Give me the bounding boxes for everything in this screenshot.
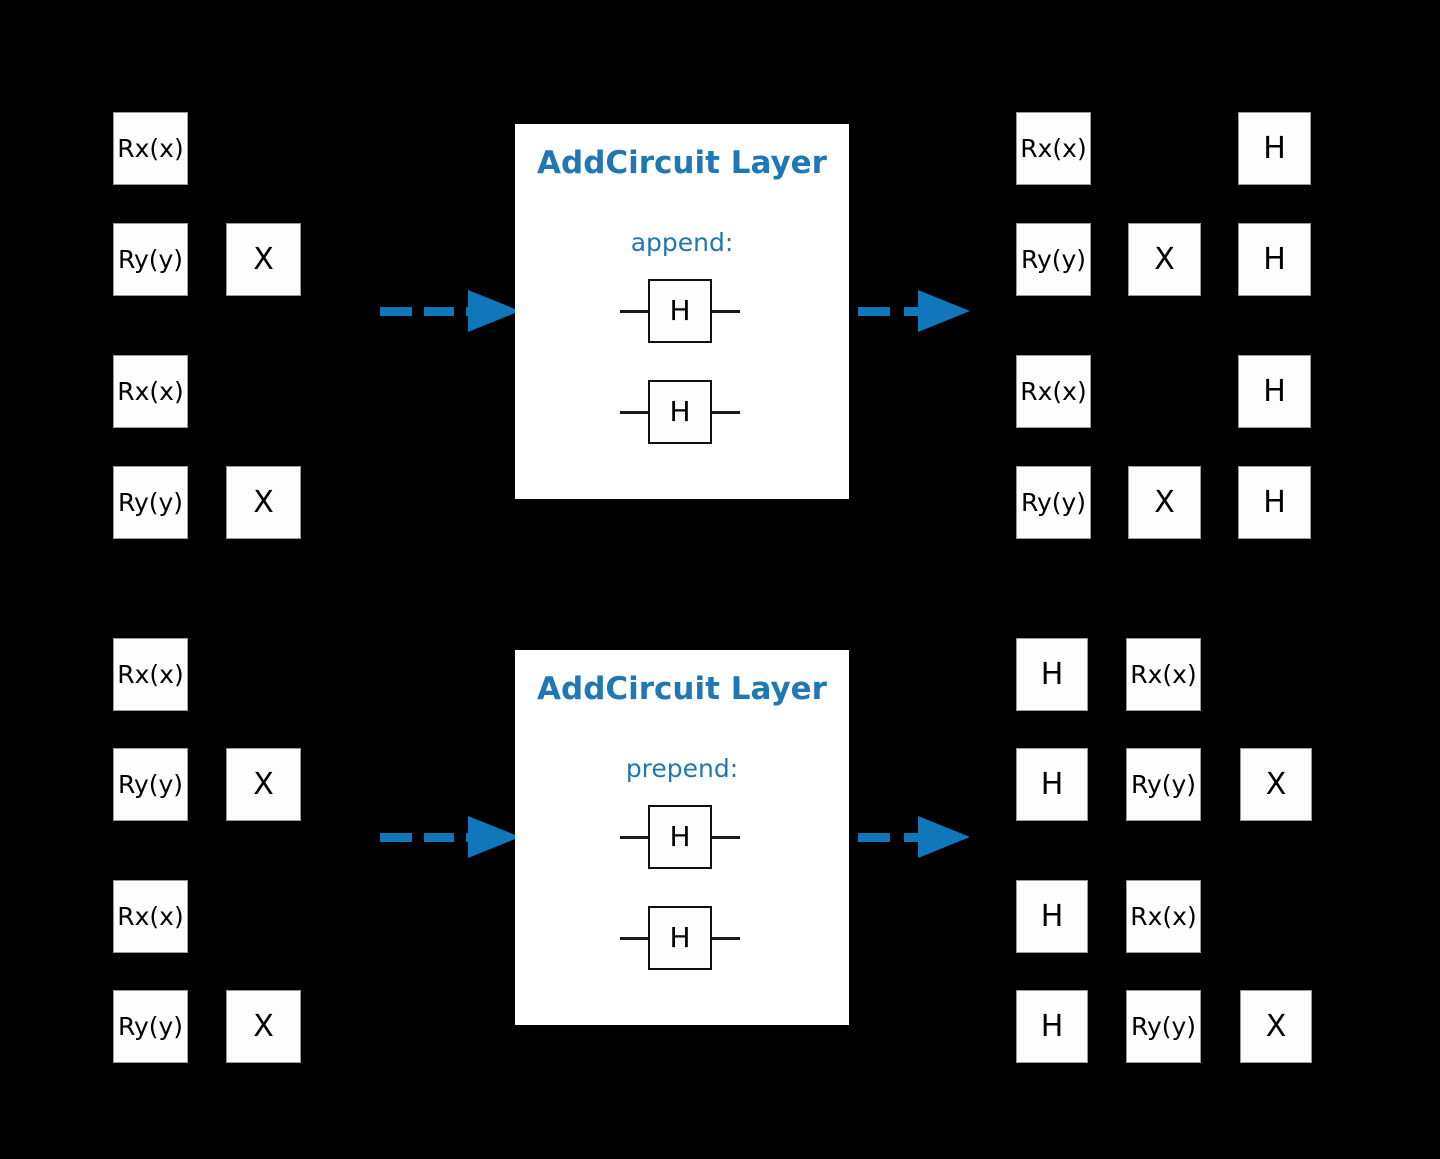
gate-rx: Rx(x) [1126,638,1201,711]
gate-x: X [226,990,301,1063]
layer-panel-append: AddCircuit Layer append: H H [515,124,849,499]
gate-rx: Rx(x) [113,638,188,711]
sub-circuit-gate-h: H [620,279,740,343]
wire-right [712,410,740,414]
sub-circuit-gate-h: H [620,906,740,970]
gate-h: H [1016,748,1088,821]
gate-h: H [648,906,712,970]
gate-h: H [648,279,712,343]
gate-ry: Ry(y) [1126,990,1201,1063]
gate-h: H [648,805,712,869]
gate-ry: Ry(y) [113,466,188,539]
gate-x: X [1128,466,1201,539]
gate-h: H [1016,990,1088,1063]
gate-ry: Ry(y) [1126,748,1201,821]
wire-left [620,936,648,940]
layer-panel-prepend: AddCircuit Layer prepend: H H [515,650,849,1025]
wire-left [620,309,648,313]
gate-h: H [1016,638,1088,711]
wire-right [712,835,740,839]
gate-rx: Rx(x) [1016,355,1091,428]
gate-x: X [1128,223,1201,296]
layer-panel-title: AddCircuit Layer [537,671,827,707]
gate-rx: Rx(x) [1016,112,1091,185]
gate-x: X [226,748,301,821]
arrow-out-of-layer [858,290,974,332]
sub-circuit-gate-h: H [620,380,740,444]
wire-right [712,309,740,313]
gate-h: H [648,380,712,444]
gate-h: H [1238,223,1311,296]
arrow-into-layer [380,290,520,332]
gate-rx: Rx(x) [113,880,188,953]
gate-rx: Rx(x) [1126,880,1201,953]
gate-x: X [1240,748,1312,821]
gate-ry: Ry(y) [113,990,188,1063]
gate-h: H [1238,466,1311,539]
gate-rx: Rx(x) [113,355,188,428]
gate-rx: Rx(x) [113,112,188,185]
gate-x: X [1240,990,1312,1063]
layer-panel-subtitle: prepend: [625,754,739,783]
wire-right [712,936,740,940]
gate-ry: Ry(y) [113,223,188,296]
layer-panel-subtitle: append: [630,228,734,257]
gate-ry: Ry(y) [1016,223,1091,296]
gate-x: X [226,223,301,296]
gate-x: X [226,466,301,539]
gate-h: H [1016,880,1088,953]
wire-left [620,835,648,839]
wire-left [620,410,648,414]
layer-panel-title: AddCircuit Layer [537,145,827,181]
arrow-into-layer [380,816,520,858]
gate-ry: Ry(y) [1016,466,1091,539]
sub-circuit-gate-h: H [620,805,740,869]
arrow-out-of-layer [858,816,974,858]
gate-h: H [1238,112,1311,185]
gate-ry: Ry(y) [113,748,188,821]
gate-h: H [1238,355,1311,428]
